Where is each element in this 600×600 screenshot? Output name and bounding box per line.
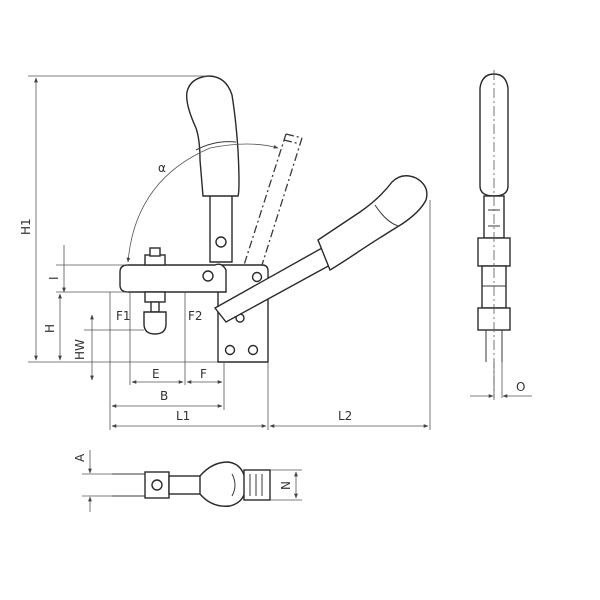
arm-pivot [202,270,214,282]
i-label: I [47,276,61,280]
handle-open-dashed-2 [261,137,303,266]
top-handle-detail [231,473,236,497]
grip-open-crease [374,204,399,227]
hw-label: HW [73,339,87,360]
e-label: E [152,367,160,381]
handle-open-dashed-top2 [283,139,301,145]
spindle-nut [144,291,166,303]
l1-label: L1 [176,409,190,423]
spindle-cap [149,247,161,257]
f-label: F [200,367,207,381]
handle-open-dashed-1 [243,133,287,266]
clamp-arm [119,263,227,293]
top-view: A N [73,450,302,512]
alpha-label: α [158,161,166,175]
top-arm [168,475,204,495]
l2-label: L2 [338,409,352,423]
spindle-rod [150,301,160,313]
base-hole-3 [251,271,263,283]
base-hole-1 [224,344,236,356]
base-hole-2 [247,344,259,356]
side-view: α H1 I H HW F1 F2 E F [19,75,431,430]
a-label: A [73,453,87,462]
front-handle [479,73,509,197]
alpha-arc [126,143,279,263]
handle-link-pin [215,236,227,248]
h-label: H [43,324,57,333]
top-handle [199,461,247,507]
handle-grip-closed [186,75,240,197]
b-label: B [160,389,168,403]
handle-open-dashed-top [285,133,303,139]
f2-label: F2 [188,309,203,323]
top-base [243,469,271,501]
handle-grip-open [317,175,428,272]
h1-label: H1 [19,218,33,235]
n-label: N [279,481,293,490]
o-label: O [516,380,525,394]
top-spindle-hole [151,479,163,491]
handle-link [209,194,233,263]
pressure-pad [143,311,167,335]
f1-label: F1 [116,309,131,323]
front-view: O [470,70,532,400]
